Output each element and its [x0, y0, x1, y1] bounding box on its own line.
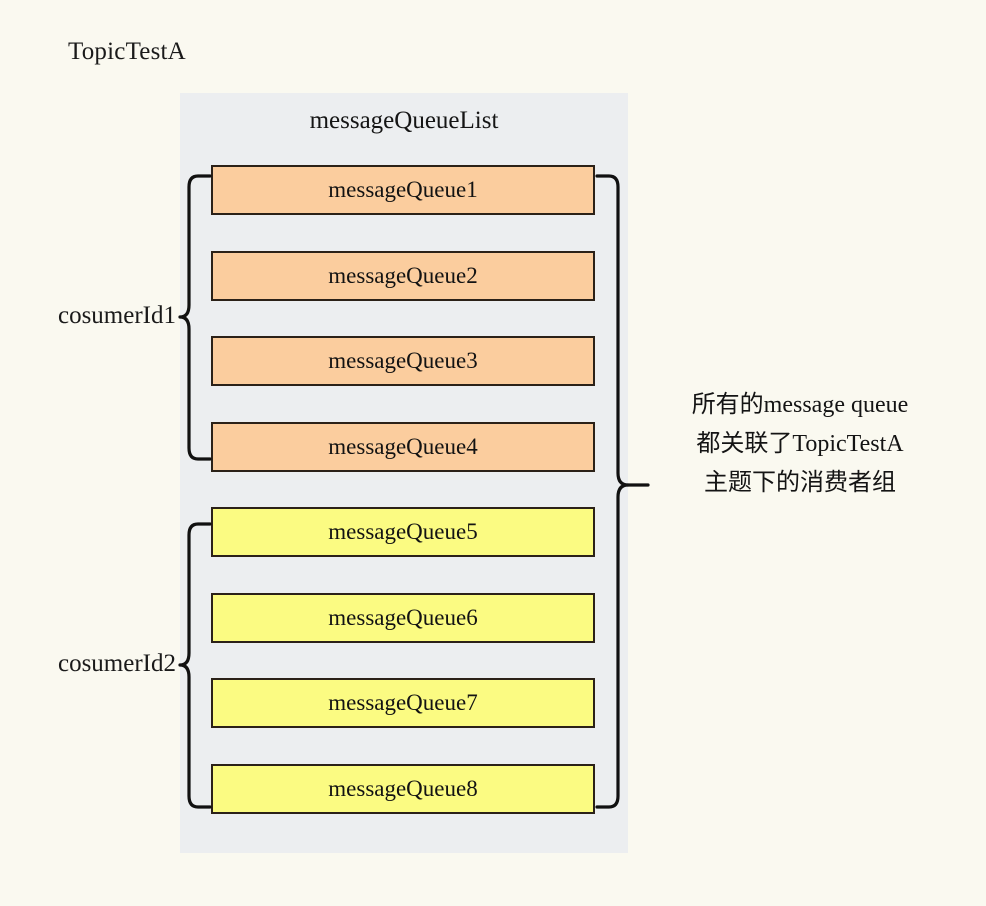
annotation-line-2: 都关联了TopicTestA [696, 431, 904, 457]
queue-box-label: messageQueue3 [328, 348, 478, 373]
consumer-group-label-1: cosumerId1 [57, 302, 176, 329]
queue-box-8: messageQueue8 [211, 763, 595, 814]
queue-box-label: messageQueue2 [328, 262, 478, 288]
queue-box-7: messageQueue7 [211, 678, 595, 728]
queue-box-3: messageQueue3 [211, 336, 595, 386]
consumer-group-label-2: cosumerId2 [57, 650, 176, 677]
queue-box-label: messageQueue8 [328, 775, 478, 801]
queue-box-6: messageQueue6 [211, 592, 595, 643]
message-queue-list-heading: messageQueueList [309, 107, 499, 134]
annotation-note: 所有的message queue 都关联了TopicTestA 主题下的消费者组 [650, 386, 950, 503]
queue-box-label: messageQueue1 [328, 177, 478, 202]
queue-box-label: messageQueue5 [328, 519, 478, 544]
annotation-line-3: 主题下的消费者组 [704, 470, 896, 496]
queue-box-1: messageQueue1 [211, 165, 595, 215]
queue-box-label: messageQueue6 [328, 604, 478, 630]
topic-title: TopicTestA [68, 38, 186, 65]
queue-box-label: messageQueue7 [328, 690, 478, 715]
annotation-line-1: 所有的message queue [691, 392, 909, 418]
queue-box-label: messageQueue4 [328, 433, 478, 459]
queue-box-4: messageQueue4 [211, 421, 595, 472]
queue-box-2: messageQueue2 [211, 250, 595, 301]
queue-box-5: messageQueue5 [211, 507, 595, 557]
